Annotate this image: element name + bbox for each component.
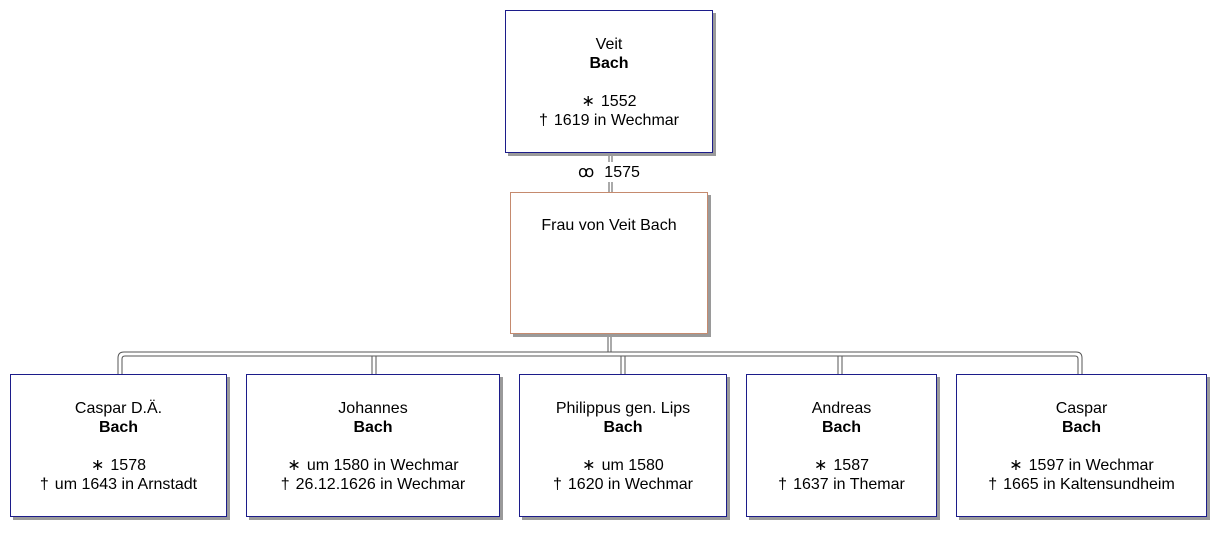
birth-icon: ∗	[581, 93, 595, 110]
birth-line: ∗1587	[814, 457, 869, 474]
first-name: Caspar	[1055, 400, 1108, 417]
cross-icon: †	[778, 476, 788, 493]
last-name: Bach	[353, 419, 393, 436]
person-box-spouse[interactable]: Frau von Veit Bach	[510, 192, 708, 334]
person-box-child[interactable]: Caspar D.Ä. Bach ∗1578 †um 1643 in Arnst…	[10, 374, 227, 517]
person-box-veit-bach[interactable]: Veit Bach ∗1552 †1619 in Wechmar	[505, 10, 713, 153]
death-line: †1637 in Themar	[778, 476, 905, 493]
person-box-child[interactable]: Andreas Bach ∗1587 †1637 in Themar	[746, 374, 937, 517]
last-name: Bach	[603, 419, 643, 436]
birth-icon: ∗	[814, 457, 828, 474]
birth-line: ∗1552	[581, 93, 637, 110]
cross-icon: †	[280, 476, 290, 493]
cross-icon: †	[538, 112, 548, 129]
birth-line: ∗1578	[91, 457, 146, 474]
person-box-child[interactable]: Johannes Bach ∗um 1580 in Wechmar †26.12…	[246, 374, 500, 517]
first-name: Veit	[595, 36, 623, 53]
birth-icon: ∗	[91, 457, 105, 474]
marriage-label: ꝏ 1575	[576, 162, 642, 182]
marriage-year: 1575	[604, 164, 640, 181]
first-name: Caspar D.Ä.	[74, 400, 163, 417]
birth-icon: ∗	[582, 457, 596, 474]
cross-icon: †	[39, 476, 49, 493]
death-line: †1619 in Wechmar	[538, 112, 679, 129]
birth-line: ∗um 1580 in Wechmar	[287, 457, 459, 474]
last-name: Bach	[98, 419, 139, 436]
birth-line: ∗um 1580	[582, 457, 664, 474]
first-name: Philippus gen. Lips	[555, 400, 691, 417]
cross-icon: †	[988, 476, 998, 493]
person-box-child[interactable]: Caspar Bach ∗1597 in Wechmar †1665 in Ka…	[956, 374, 1207, 517]
last-name: Bach	[1061, 419, 1102, 436]
death-line: †26.12.1626 in Wechmar	[280, 476, 466, 493]
spouse-name: Frau von Veit Bach	[541, 217, 677, 234]
birth-icon: ∗	[287, 457, 301, 474]
last-name: Bach	[589, 55, 629, 72]
person-box-child[interactable]: Philippus gen. Lips Bach ∗um 1580 †1620 …	[519, 374, 727, 517]
death-line: †1665 in Kaltensundheim	[988, 476, 1175, 493]
birth-icon: ∗	[1009, 457, 1023, 474]
first-name: Johannes	[338, 400, 408, 417]
cross-icon: †	[552, 476, 562, 493]
death-line: †um 1643 in Arnstadt	[39, 476, 198, 493]
marriage-rings-icon: ꝏ	[578, 164, 595, 181]
birth-line: ∗1597 in Wechmar	[1009, 457, 1154, 474]
first-name: Andreas	[811, 400, 872, 417]
last-name: Bach	[821, 419, 862, 436]
death-line: †1620 in Wechmar	[552, 476, 693, 493]
